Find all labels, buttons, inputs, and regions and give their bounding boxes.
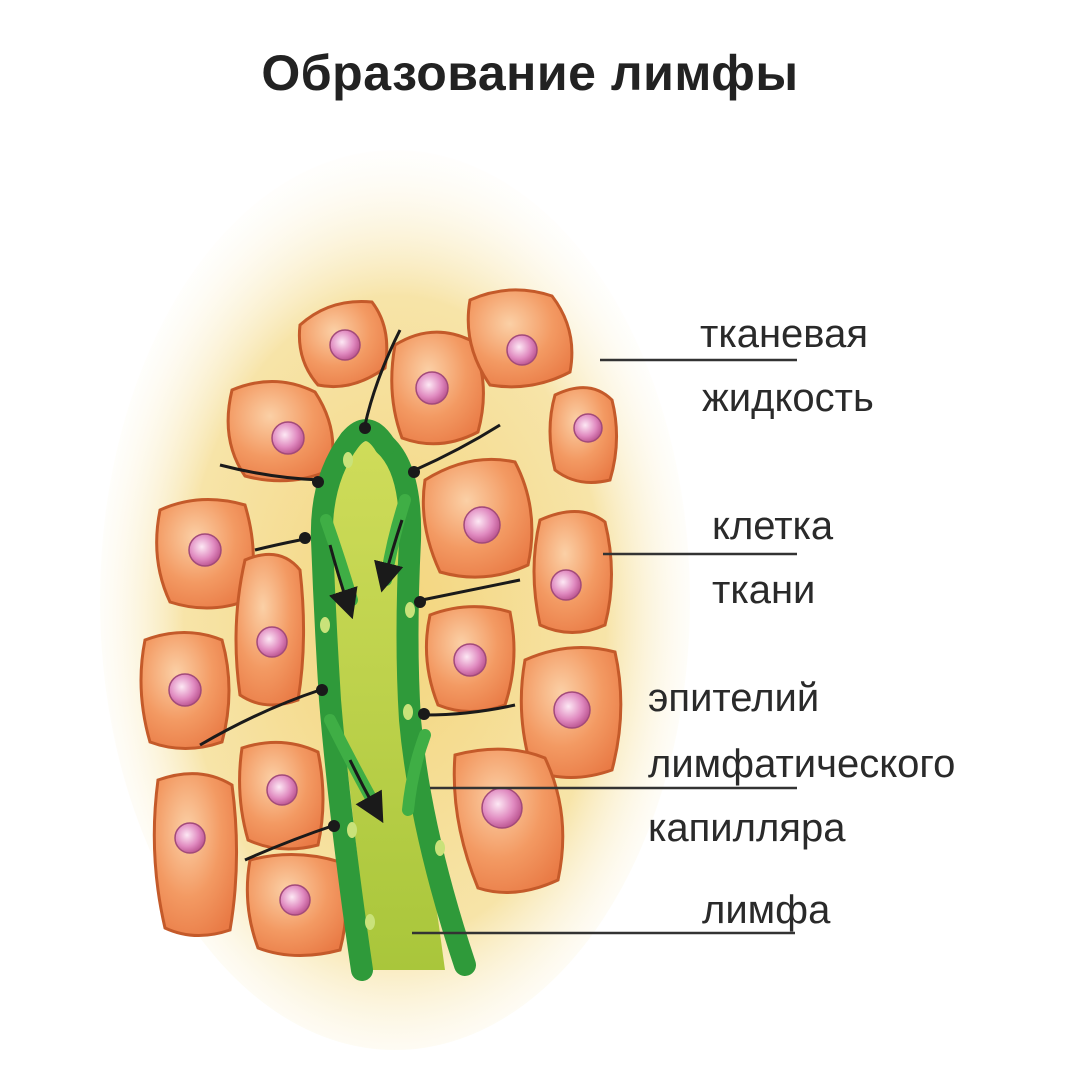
label-tissue-cell-line2: ткани xyxy=(712,568,816,612)
junction-dot xyxy=(359,422,371,434)
junction-dot xyxy=(312,476,324,488)
endothelial-nucleus xyxy=(320,617,330,633)
flow-arrow xyxy=(328,544,358,620)
nucleus xyxy=(550,569,582,601)
anchoring-filament xyxy=(254,538,301,552)
nucleus xyxy=(168,673,202,707)
anchoring-filaments xyxy=(199,329,521,862)
diagram-title: Образование лимфы xyxy=(261,45,799,101)
nucleus xyxy=(453,643,487,677)
endothelial-nucleus xyxy=(365,914,375,930)
flow-arrow xyxy=(348,759,384,824)
lymph-fill xyxy=(331,437,445,970)
nucleus xyxy=(415,371,449,405)
nucleus xyxy=(481,787,523,829)
nucleus xyxy=(271,421,305,455)
anchoring-filament xyxy=(421,578,521,602)
nucleus xyxy=(573,413,603,443)
nucleus xyxy=(463,506,501,544)
anchoring-filament xyxy=(219,463,321,482)
junction-dot xyxy=(328,820,340,832)
endothelial-nucleus xyxy=(435,840,445,856)
endothelial-nucleus xyxy=(343,452,353,468)
endothelial-nucleus xyxy=(403,704,413,720)
capillary-wall-left xyxy=(310,429,373,981)
junction-dot xyxy=(299,532,311,544)
label-capillary-epithelium-line3: капилляра xyxy=(648,806,846,850)
nucleus xyxy=(279,884,311,916)
junction-dot xyxy=(414,596,426,608)
filament-junctions xyxy=(299,422,430,832)
lymphatic-capillary xyxy=(310,419,476,981)
anchoring-filament xyxy=(199,688,321,747)
nucleus xyxy=(329,329,361,361)
nucleus xyxy=(256,626,288,658)
flow-arrows xyxy=(328,519,404,824)
endothelial-flap xyxy=(402,729,431,816)
nucleus xyxy=(266,774,298,806)
label-capillary-epithelium-line2: лимфатического xyxy=(648,742,956,786)
nucleus xyxy=(506,334,538,366)
endothelial-nucleus xyxy=(405,602,415,618)
flow-arrow xyxy=(374,519,404,593)
label-tissue-fluid-line1: тканевая xyxy=(700,312,868,356)
label-tissue-fluid-line2: жидкость xyxy=(702,376,874,420)
endothelial-nucleus xyxy=(347,822,357,838)
anchoring-filament xyxy=(424,703,516,717)
leader-lines xyxy=(412,358,797,935)
nucleus xyxy=(188,533,222,567)
junction-dot xyxy=(408,466,420,478)
junction-dot xyxy=(418,708,430,720)
label-lymph: лимфа xyxy=(702,888,831,932)
junction-dot xyxy=(316,684,328,696)
label-tissue-cell-line1: клетка xyxy=(712,504,834,548)
nucleus xyxy=(553,691,591,729)
tissue-cell xyxy=(152,772,239,938)
capillary-wall-right xyxy=(374,434,476,976)
anchoring-filament xyxy=(363,329,402,426)
anchoring-filament xyxy=(244,823,336,862)
label-capillary-epithelium-line1: эпителий xyxy=(648,676,820,720)
nucleus xyxy=(174,822,206,854)
anchoring-filament xyxy=(414,423,501,472)
